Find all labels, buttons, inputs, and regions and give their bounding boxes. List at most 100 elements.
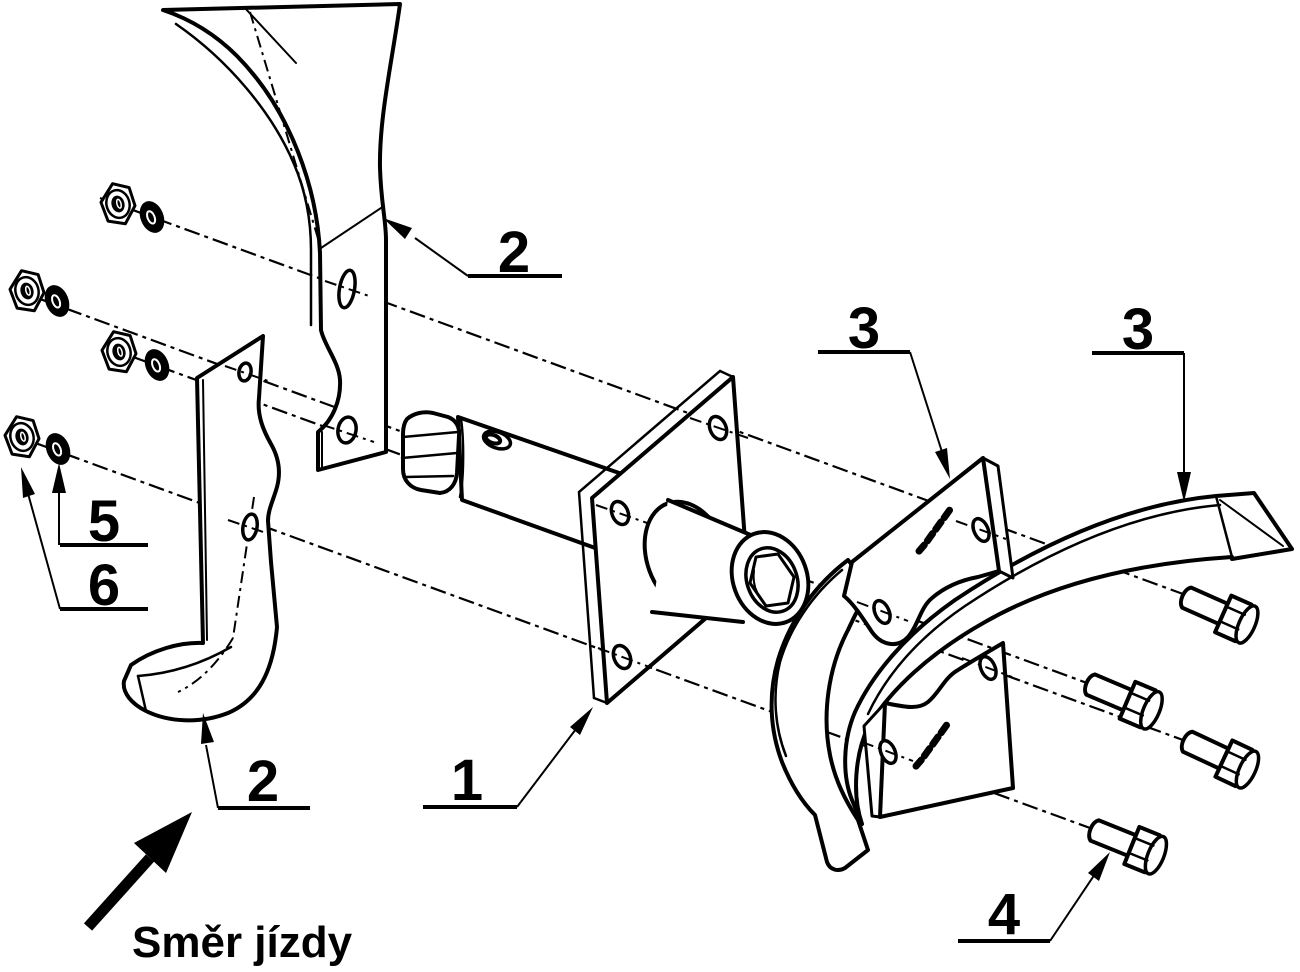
direction-label: Směr jízdy <box>132 918 353 967</box>
part-shank-plate-upper <box>842 456 1015 646</box>
washer <box>139 201 165 233</box>
grease-hole-inner <box>483 432 503 446</box>
flange-edge-tick <box>592 696 609 705</box>
paddle-crease <box>1214 494 1234 559</box>
direction-arrow-shaft <box>83 854 155 931</box>
part-bolts <box>1083 585 1261 876</box>
nut-chamfer <box>106 336 132 368</box>
leader-arrowhead-icon <box>1088 852 1110 881</box>
head-facet <box>1218 619 1240 631</box>
part-hub <box>400 369 811 705</box>
head-facet <box>1129 691 1151 702</box>
boss-step-edge <box>458 417 465 499</box>
mount-hole <box>237 361 253 383</box>
direction-of-travel: Směr jízdy <box>83 812 353 967</box>
boss-facet <box>400 451 459 460</box>
part-shank-plate-lower <box>862 641 1015 819</box>
part-blade-left-top <box>161 2 402 472</box>
washer-body <box>144 349 170 381</box>
callout-2-bottom: 2 <box>201 713 310 814</box>
bolt-head-face <box>1138 689 1164 731</box>
centerline-dash <box>227 519 276 537</box>
bolt-shank <box>1083 672 1134 713</box>
sleeve-top-edge <box>666 498 755 538</box>
bolt-head-face <box>1234 604 1260 645</box>
leader-arrowhead-icon <box>383 218 412 239</box>
leader-line <box>1049 873 1096 942</box>
scoop-crease <box>136 645 233 678</box>
bore-far-edge <box>752 569 758 593</box>
part-blade-left-bottom <box>121 334 281 723</box>
thickness-line <box>202 379 208 641</box>
stamped-marking <box>912 721 950 770</box>
callout-number: 1 <box>451 748 483 813</box>
washer-hole <box>146 210 157 225</box>
part-blade-right-lower <box>843 491 1294 826</box>
hex-nut <box>99 182 137 226</box>
crease-centerline <box>177 637 234 693</box>
hex-bolt <box>1178 585 1260 645</box>
washer-body <box>45 433 71 465</box>
leader-line <box>205 744 219 809</box>
washer-hole <box>151 358 162 373</box>
callout-number: 5 <box>88 489 120 554</box>
callout-3-left: 3 <box>818 296 950 479</box>
centerline-dash <box>324 280 373 298</box>
hex-bolt <box>1083 672 1164 731</box>
leader-arrowhead-icon <box>21 467 35 498</box>
nut-hole-highlight <box>24 285 31 296</box>
bolt-head-face <box>1234 749 1261 790</box>
callout-number: 6 <box>88 553 120 618</box>
callout-number: 3 <box>848 296 880 361</box>
centerline-dash <box>961 657 1013 678</box>
leader-arrowhead-icon <box>52 463 66 493</box>
head-facet <box>1225 605 1246 616</box>
head-facet <box>1123 706 1145 717</box>
washer <box>144 349 170 381</box>
sleeve-body <box>652 500 753 622</box>
bolt-shank <box>1178 585 1230 626</box>
mount-slot <box>240 512 260 542</box>
boss-facet <box>401 430 460 439</box>
hex-nut <box>100 330 138 374</box>
washer-hole <box>52 442 63 457</box>
washer <box>45 433 71 465</box>
crease-centerline <box>249 11 321 246</box>
hub-sleeve <box>642 498 811 626</box>
stamped-marking <box>915 506 953 555</box>
callout-5: 5 <box>52 463 148 554</box>
hex-bolt <box>1179 729 1261 790</box>
centerline-dash <box>689 417 749 439</box>
blade-face <box>161 2 402 472</box>
callout-4: 4 <box>958 852 1110 947</box>
bolt-head-face <box>1143 834 1169 876</box>
hex-nut <box>8 269 46 313</box>
crease-centerline <box>232 496 255 639</box>
centerline-dash <box>856 601 909 622</box>
hex-bolt <box>1087 818 1169 876</box>
blade-bevel-line <box>174 22 313 327</box>
centerline-dash <box>224 365 269 382</box>
bend-crease <box>320 205 385 249</box>
callout-1: 1 <box>423 707 593 813</box>
paddle-crease <box>813 813 829 864</box>
blade-bevel-line <box>774 568 844 758</box>
hex-socket <box>748 552 796 608</box>
nut-chamfer <box>105 188 131 220</box>
centerline-dash <box>955 520 1007 540</box>
washer-hole <box>51 294 62 309</box>
callout-6: 6 <box>21 467 148 618</box>
callout-number: 2 <box>498 220 530 285</box>
hole-centerline-dashes <box>224 280 1013 762</box>
direction-arrow-icon <box>134 812 192 873</box>
flange-edge-tick <box>718 369 735 379</box>
leader-line <box>414 237 469 277</box>
leader-line <box>909 351 944 456</box>
blade-face <box>121 334 281 723</box>
tip-facet <box>136 674 148 713</box>
leader-arrowhead-icon <box>570 707 593 735</box>
paddle-inner-line <box>1219 499 1284 547</box>
flange-back-edge <box>577 369 722 700</box>
callout-number: 4 <box>988 882 1020 947</box>
